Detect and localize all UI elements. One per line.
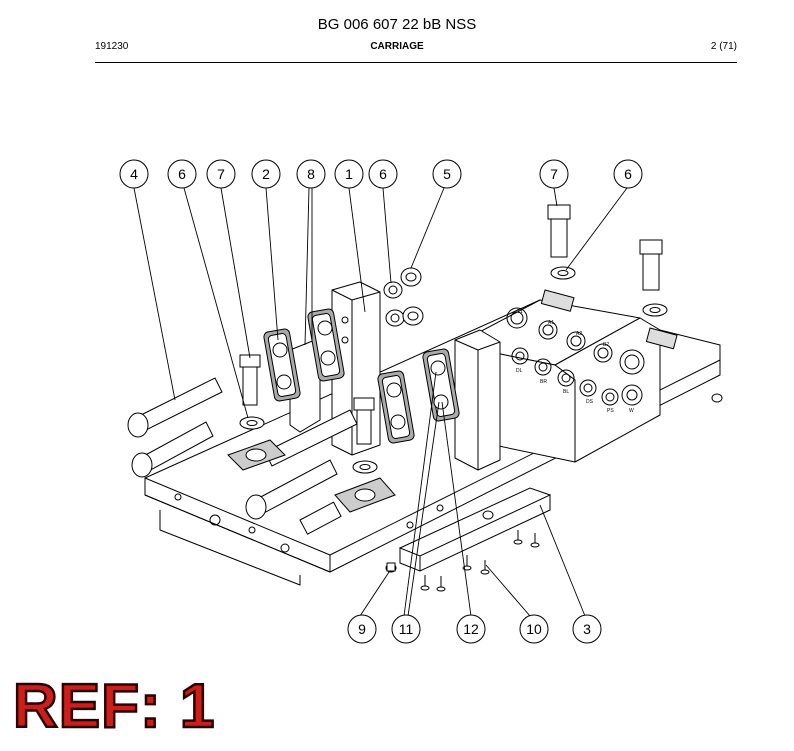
callout-5: 5: [432, 159, 462, 189]
callout-1: 1: [334, 159, 364, 189]
port-label: BL: [563, 389, 569, 395]
callout-6: 6: [368, 159, 398, 189]
callout-9: 9: [347, 614, 377, 644]
svg-text:5: 5: [443, 166, 451, 182]
long-bolts: [127, 377, 358, 520]
svg-text:4: 4: [130, 166, 138, 182]
section-title: CARRIAGE: [370, 41, 424, 52]
callout-10: 10: [519, 614, 549, 644]
right-column: [454, 329, 501, 471]
nuts: [400, 267, 424, 326]
svg-text:11: 11: [399, 621, 414, 637]
side-rail: [398, 487, 552, 572]
svg-text:9: 9: [358, 621, 366, 637]
svg-text:6: 6: [379, 166, 387, 182]
callout-2: 2: [251, 159, 281, 189]
callout-3: 3: [572, 614, 602, 644]
small-screws: [385, 393, 723, 592]
short-bolts: [239, 204, 663, 445]
svg-text:12: 12: [463, 621, 479, 637]
clamp-blocks: [227, 439, 396, 513]
port-label: DS: [586, 399, 594, 405]
svg-text:2: 2: [262, 166, 270, 182]
callout-7: 7: [539, 159, 569, 189]
port-label: A1: [548, 320, 554, 326]
callout-7: 7: [206, 159, 236, 189]
port-label: DL: [516, 368, 523, 374]
document-title: BG 006 607 22 bB NSS: [317, 16, 477, 33]
callout-11: 11: [391, 614, 421, 644]
port-label: W: [629, 408, 634, 414]
header-rule: [95, 62, 737, 63]
port-label: B2: [603, 342, 609, 348]
svg-text:8: 8: [307, 166, 315, 182]
port-label: BR: [540, 379, 547, 385]
callout-4: 4: [119, 159, 149, 189]
callout-balloons: 4 6 7 2 8 1 6 5 7 6 9 11 12 10 3: [119, 159, 643, 644]
callout-6: 6: [167, 159, 197, 189]
port-label: PS: [607, 408, 614, 414]
port-label: T1: [517, 309, 523, 315]
svg-text:7: 7: [550, 166, 558, 182]
svg-text:10: 10: [526, 621, 542, 637]
callout-8: 8: [296, 159, 326, 189]
ref-label: REF: 1: [12, 672, 216, 741]
svg-text:3: 3: [583, 621, 591, 637]
side-pad: [263, 308, 460, 444]
svg-text:6: 6: [178, 166, 186, 182]
svg-text:1: 1: [345, 166, 353, 182]
page-number: 2 (71): [710, 41, 737, 52]
svg-text:6: 6: [624, 166, 632, 182]
port-label: A2: [576, 331, 582, 337]
leader-lines: [133, 187, 628, 617]
callout-12: 12: [456, 614, 486, 644]
callout-6: 6: [613, 159, 643, 189]
document-id: 191230: [95, 41, 129, 52]
svg-text:7: 7: [217, 166, 225, 182]
